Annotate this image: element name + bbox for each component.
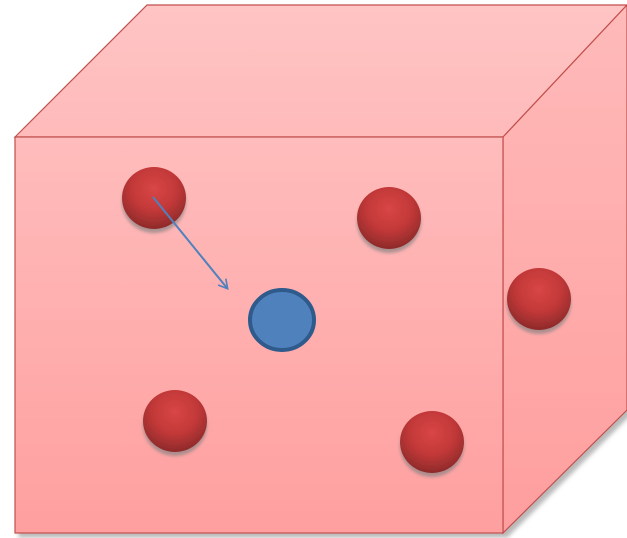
red-particle-bottom-left	[143, 390, 207, 452]
red-particle-top-right	[357, 187, 421, 249]
blue-particle-center	[248, 288, 316, 352]
red-particles	[122, 167, 571, 473]
red-particle-bottom-right	[400, 411, 464, 473]
red-particle-right-face	[507, 268, 571, 330]
velocity-arrow	[152, 196, 229, 291]
